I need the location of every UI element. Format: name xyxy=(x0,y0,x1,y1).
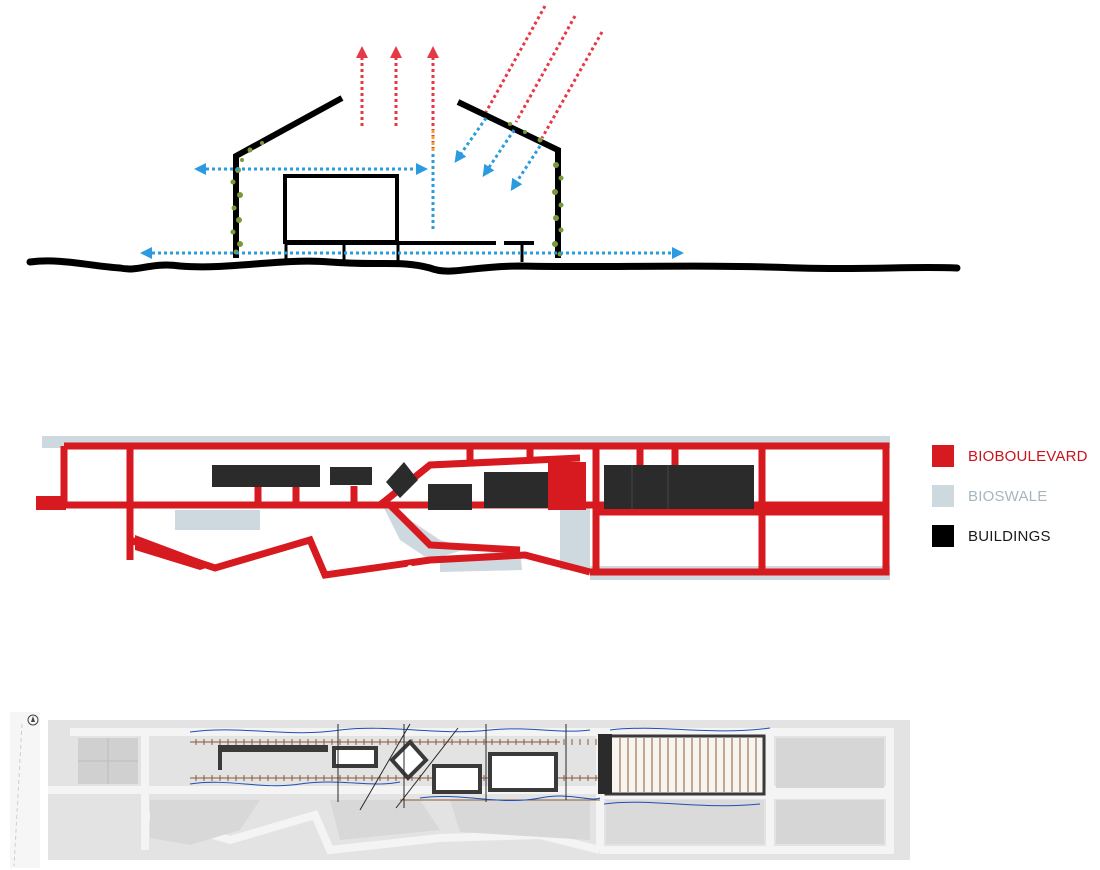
building-1 xyxy=(212,465,320,487)
terrain-facets xyxy=(150,800,260,845)
boulevard-plaza xyxy=(548,462,586,510)
lot-center xyxy=(606,800,764,844)
sun-ray-3 xyxy=(540,31,604,139)
green-wall-right xyxy=(508,122,564,257)
plan-building-6 xyxy=(604,734,766,796)
diffused-arrow-2 xyxy=(482,129,516,177)
section-diagram xyxy=(26,5,961,275)
street-marking xyxy=(13,723,23,867)
legend-label-buildings: BUILDINGS xyxy=(968,527,1051,545)
legend-swatch-buildings xyxy=(932,525,954,547)
diffused-arrow-3 xyxy=(510,145,542,192)
legend-swatch-bioboulevard xyxy=(932,445,954,467)
legend-label-bioswale: BIOSWALE xyxy=(968,487,1048,505)
plan-building-5 xyxy=(488,752,558,792)
boulevard-south-path xyxy=(128,535,591,579)
water-lines xyxy=(189,727,771,807)
site-plan-bioboulevard xyxy=(36,436,890,580)
plan-building-2 xyxy=(332,746,378,768)
legend-item-buildings: BUILDINGS xyxy=(932,524,1092,548)
left-wall-roof xyxy=(233,95,344,258)
roof-ribs xyxy=(619,738,757,792)
boulevard-west-entry xyxy=(36,496,66,510)
interior-room xyxy=(283,174,399,244)
tie-marks xyxy=(195,739,597,781)
legend: BIOBOULEVARD BIOSWALE BUILDINGS xyxy=(932,444,1092,564)
legend-label-bioboulevard: BIOBOULEVARD xyxy=(968,447,1088,465)
plan-building-4 xyxy=(432,764,482,794)
legend-item-bioswale: BIOSWALE xyxy=(932,484,1092,508)
building-3 xyxy=(386,462,418,498)
boulevard-south-wedge xyxy=(135,535,215,570)
building-6 xyxy=(604,465,754,509)
building-5 xyxy=(484,472,548,508)
ground-line xyxy=(26,257,961,275)
north-arrow-icon xyxy=(27,714,39,726)
plan-building-1 xyxy=(218,745,328,770)
diffused-arrow-1 xyxy=(454,117,488,163)
building-4 xyxy=(428,484,472,510)
sun-ray-1 xyxy=(484,5,547,113)
right-wall-roof xyxy=(456,99,561,258)
site-plan-detailed xyxy=(10,712,910,868)
legend-swatch-bioswale xyxy=(932,485,954,507)
sun-ray-2 xyxy=(514,15,577,123)
lot-east xyxy=(776,738,884,788)
terrain-facets-2 xyxy=(330,800,440,840)
bioswale-area-4 xyxy=(560,505,590,570)
north-arrow-pointer xyxy=(31,716,35,722)
boulevard-south-diagonal xyxy=(387,502,521,554)
survey-lines xyxy=(337,723,567,811)
bioswale-area-1 xyxy=(175,510,260,530)
lot-east-south xyxy=(776,800,884,844)
plaza-node xyxy=(407,565,413,571)
terrain-facets-3 xyxy=(450,800,590,840)
building-2 xyxy=(330,467,372,485)
plan-building-6-roof xyxy=(598,734,612,794)
legend-item-bioboulevard: BIOBOULEVARD xyxy=(932,444,1092,468)
street-edge xyxy=(10,712,40,868)
